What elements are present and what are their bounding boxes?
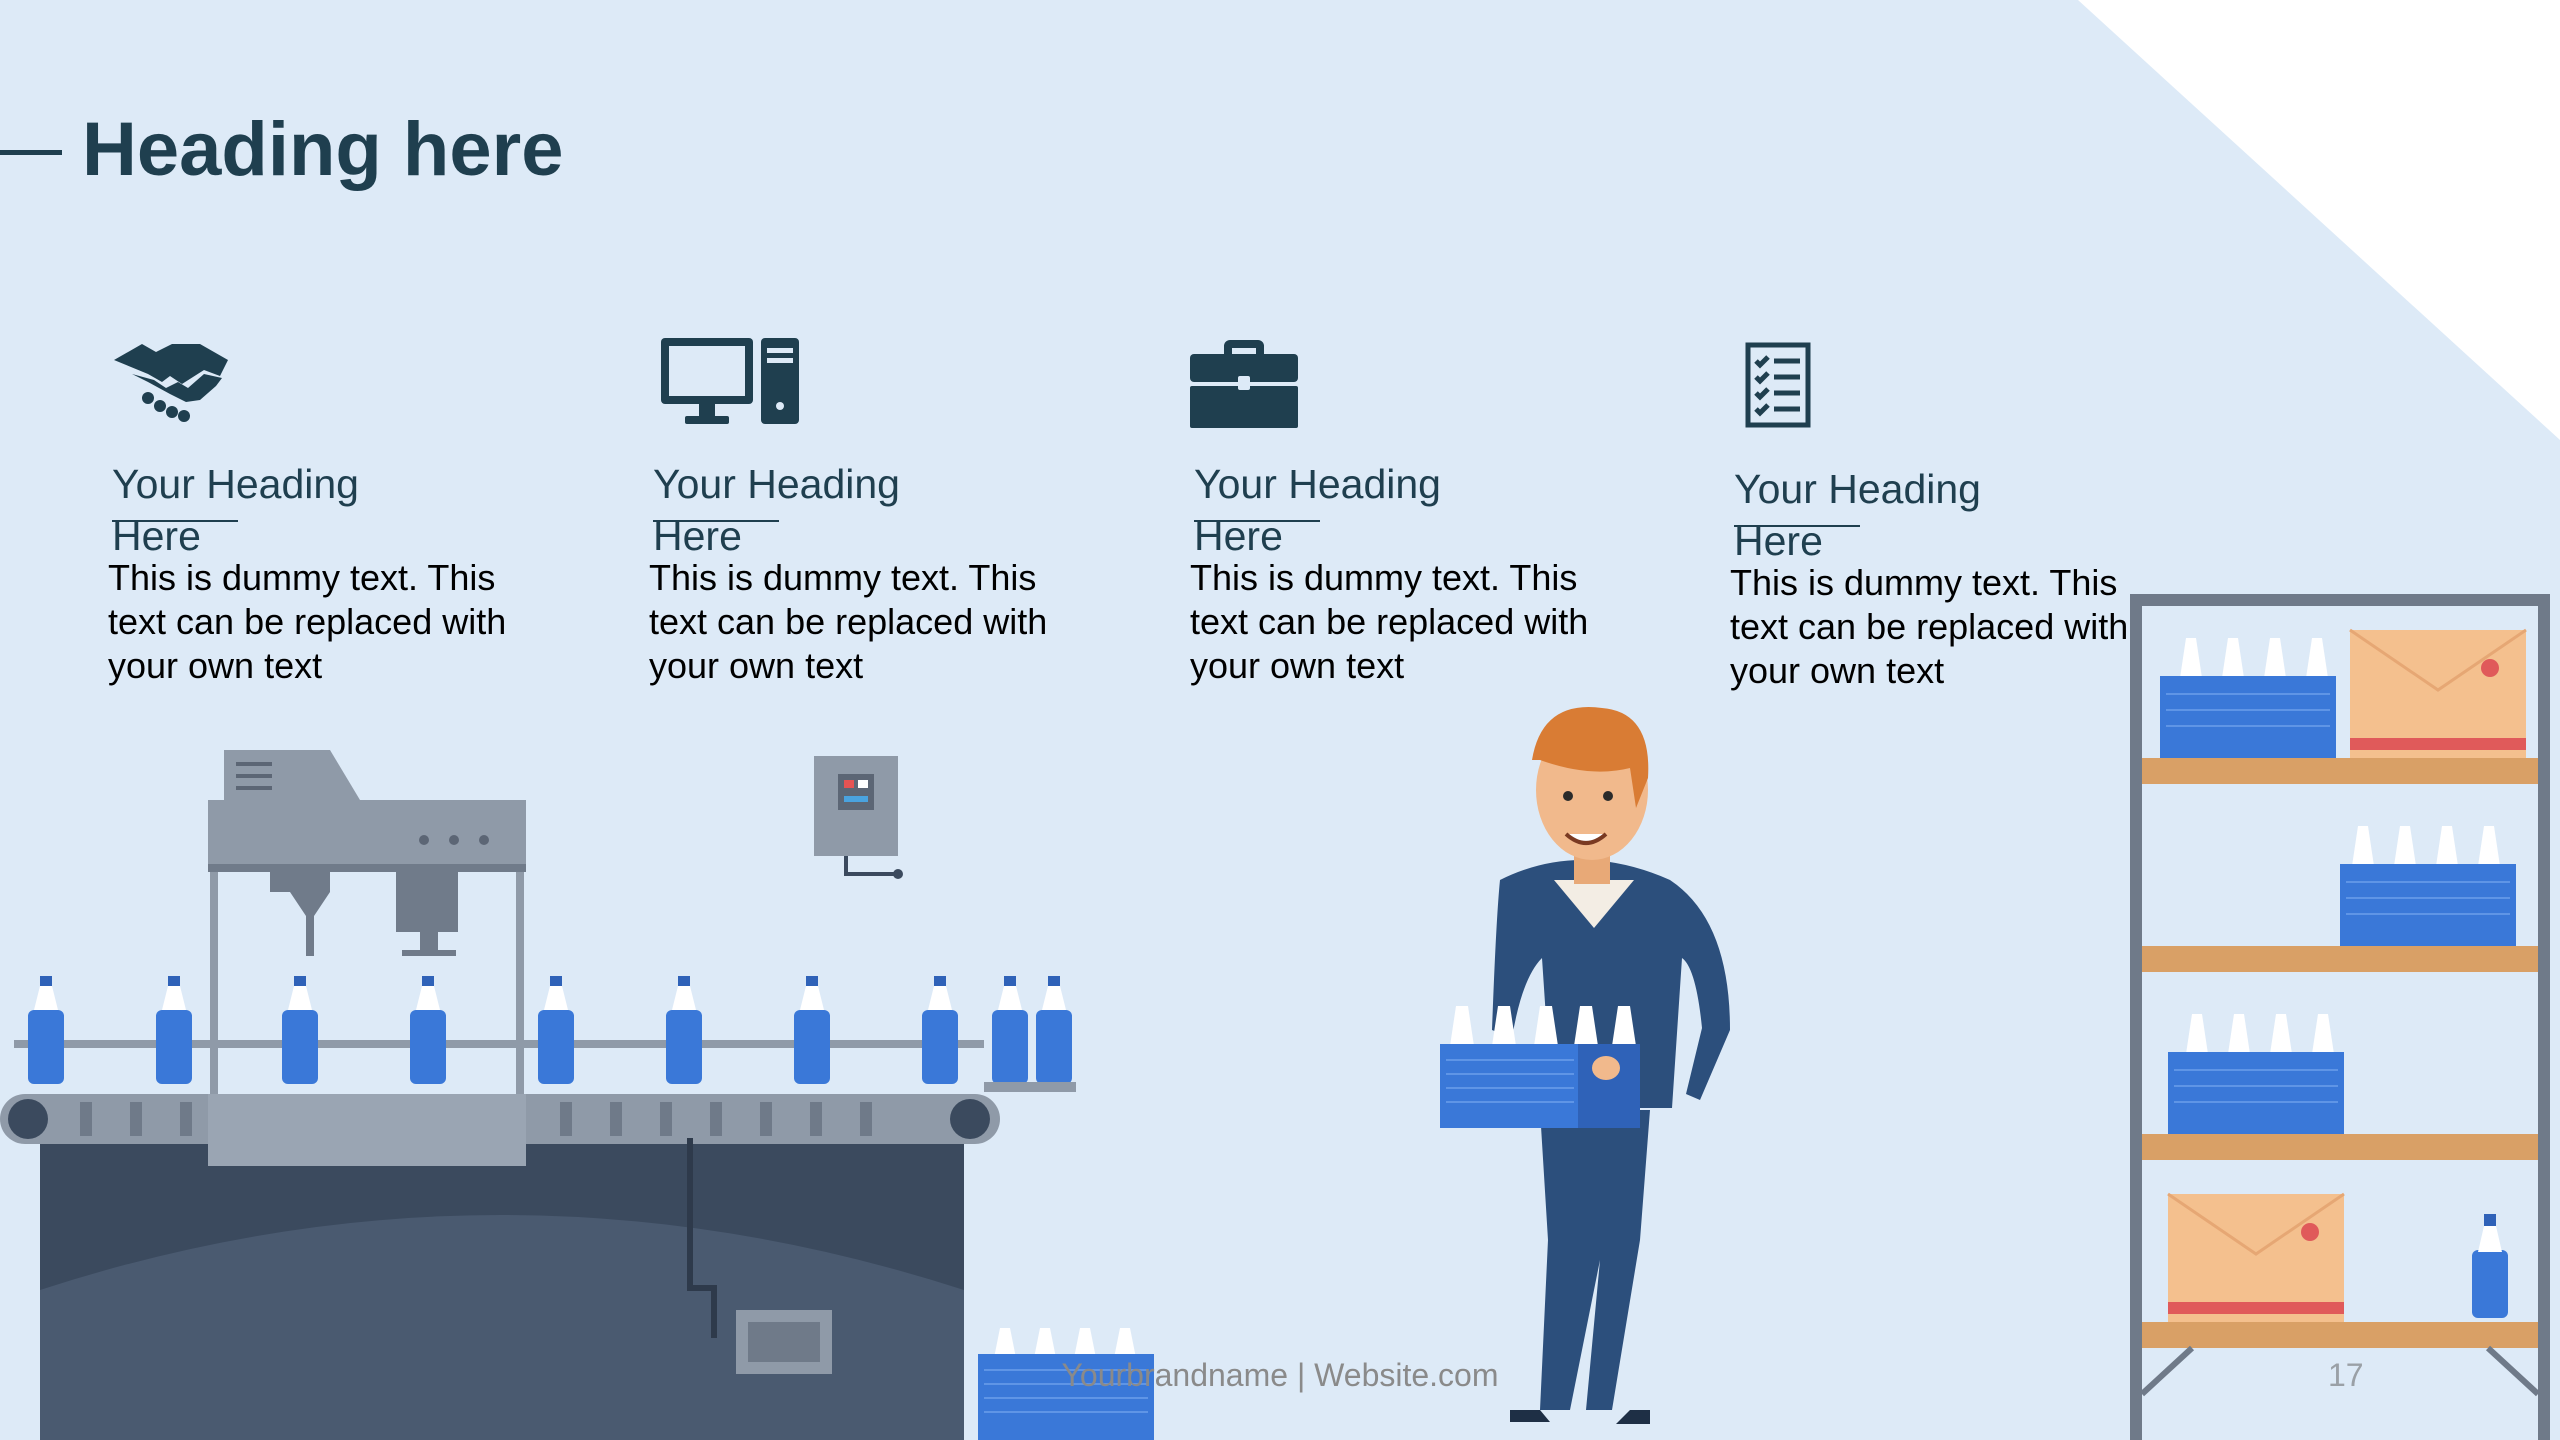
column-body: This is dummy text. This text can be rep… [649, 557, 1048, 686]
column-heading: Your Heading Here [1734, 466, 1981, 564]
title-accent-line [0, 150, 62, 155]
warehouse-shelf [2130, 594, 2550, 1440]
column-body: This is dummy text. This text can be rep… [1190, 557, 1589, 686]
column-body: This is dummy text. This text can be rep… [108, 557, 507, 686]
column-body: This is dummy text. This text can be rep… [1730, 562, 2129, 691]
handshake-icon [114, 344, 228, 422]
heading-underline [653, 520, 779, 522]
page-number: 17 [2328, 1357, 2364, 1393]
bottles-on-line [28, 976, 1076, 1092]
briefcase-icon [1190, 340, 1298, 428]
footer-brand: Yourbrandname | Website.com [1061, 1357, 1499, 1393]
bottling-machine [208, 750, 526, 1162]
control-panel [814, 756, 903, 879]
conveyor-belt [0, 1040, 1000, 1440]
bottle-crate-floor [978, 1328, 1154, 1440]
heading-underline [112, 520, 238, 522]
page-title: Heading here [82, 107, 564, 192]
heading-underline [1194, 520, 1320, 522]
checklist-icon [1745, 342, 1811, 428]
desktop-computer-icon [661, 338, 799, 424]
column-heading: Your Heading Here [653, 461, 900, 559]
heading-underline [1734, 525, 1860, 527]
worker-figure [1440, 707, 1730, 1424]
column-heading: Your Heading Here [1194, 461, 1441, 559]
